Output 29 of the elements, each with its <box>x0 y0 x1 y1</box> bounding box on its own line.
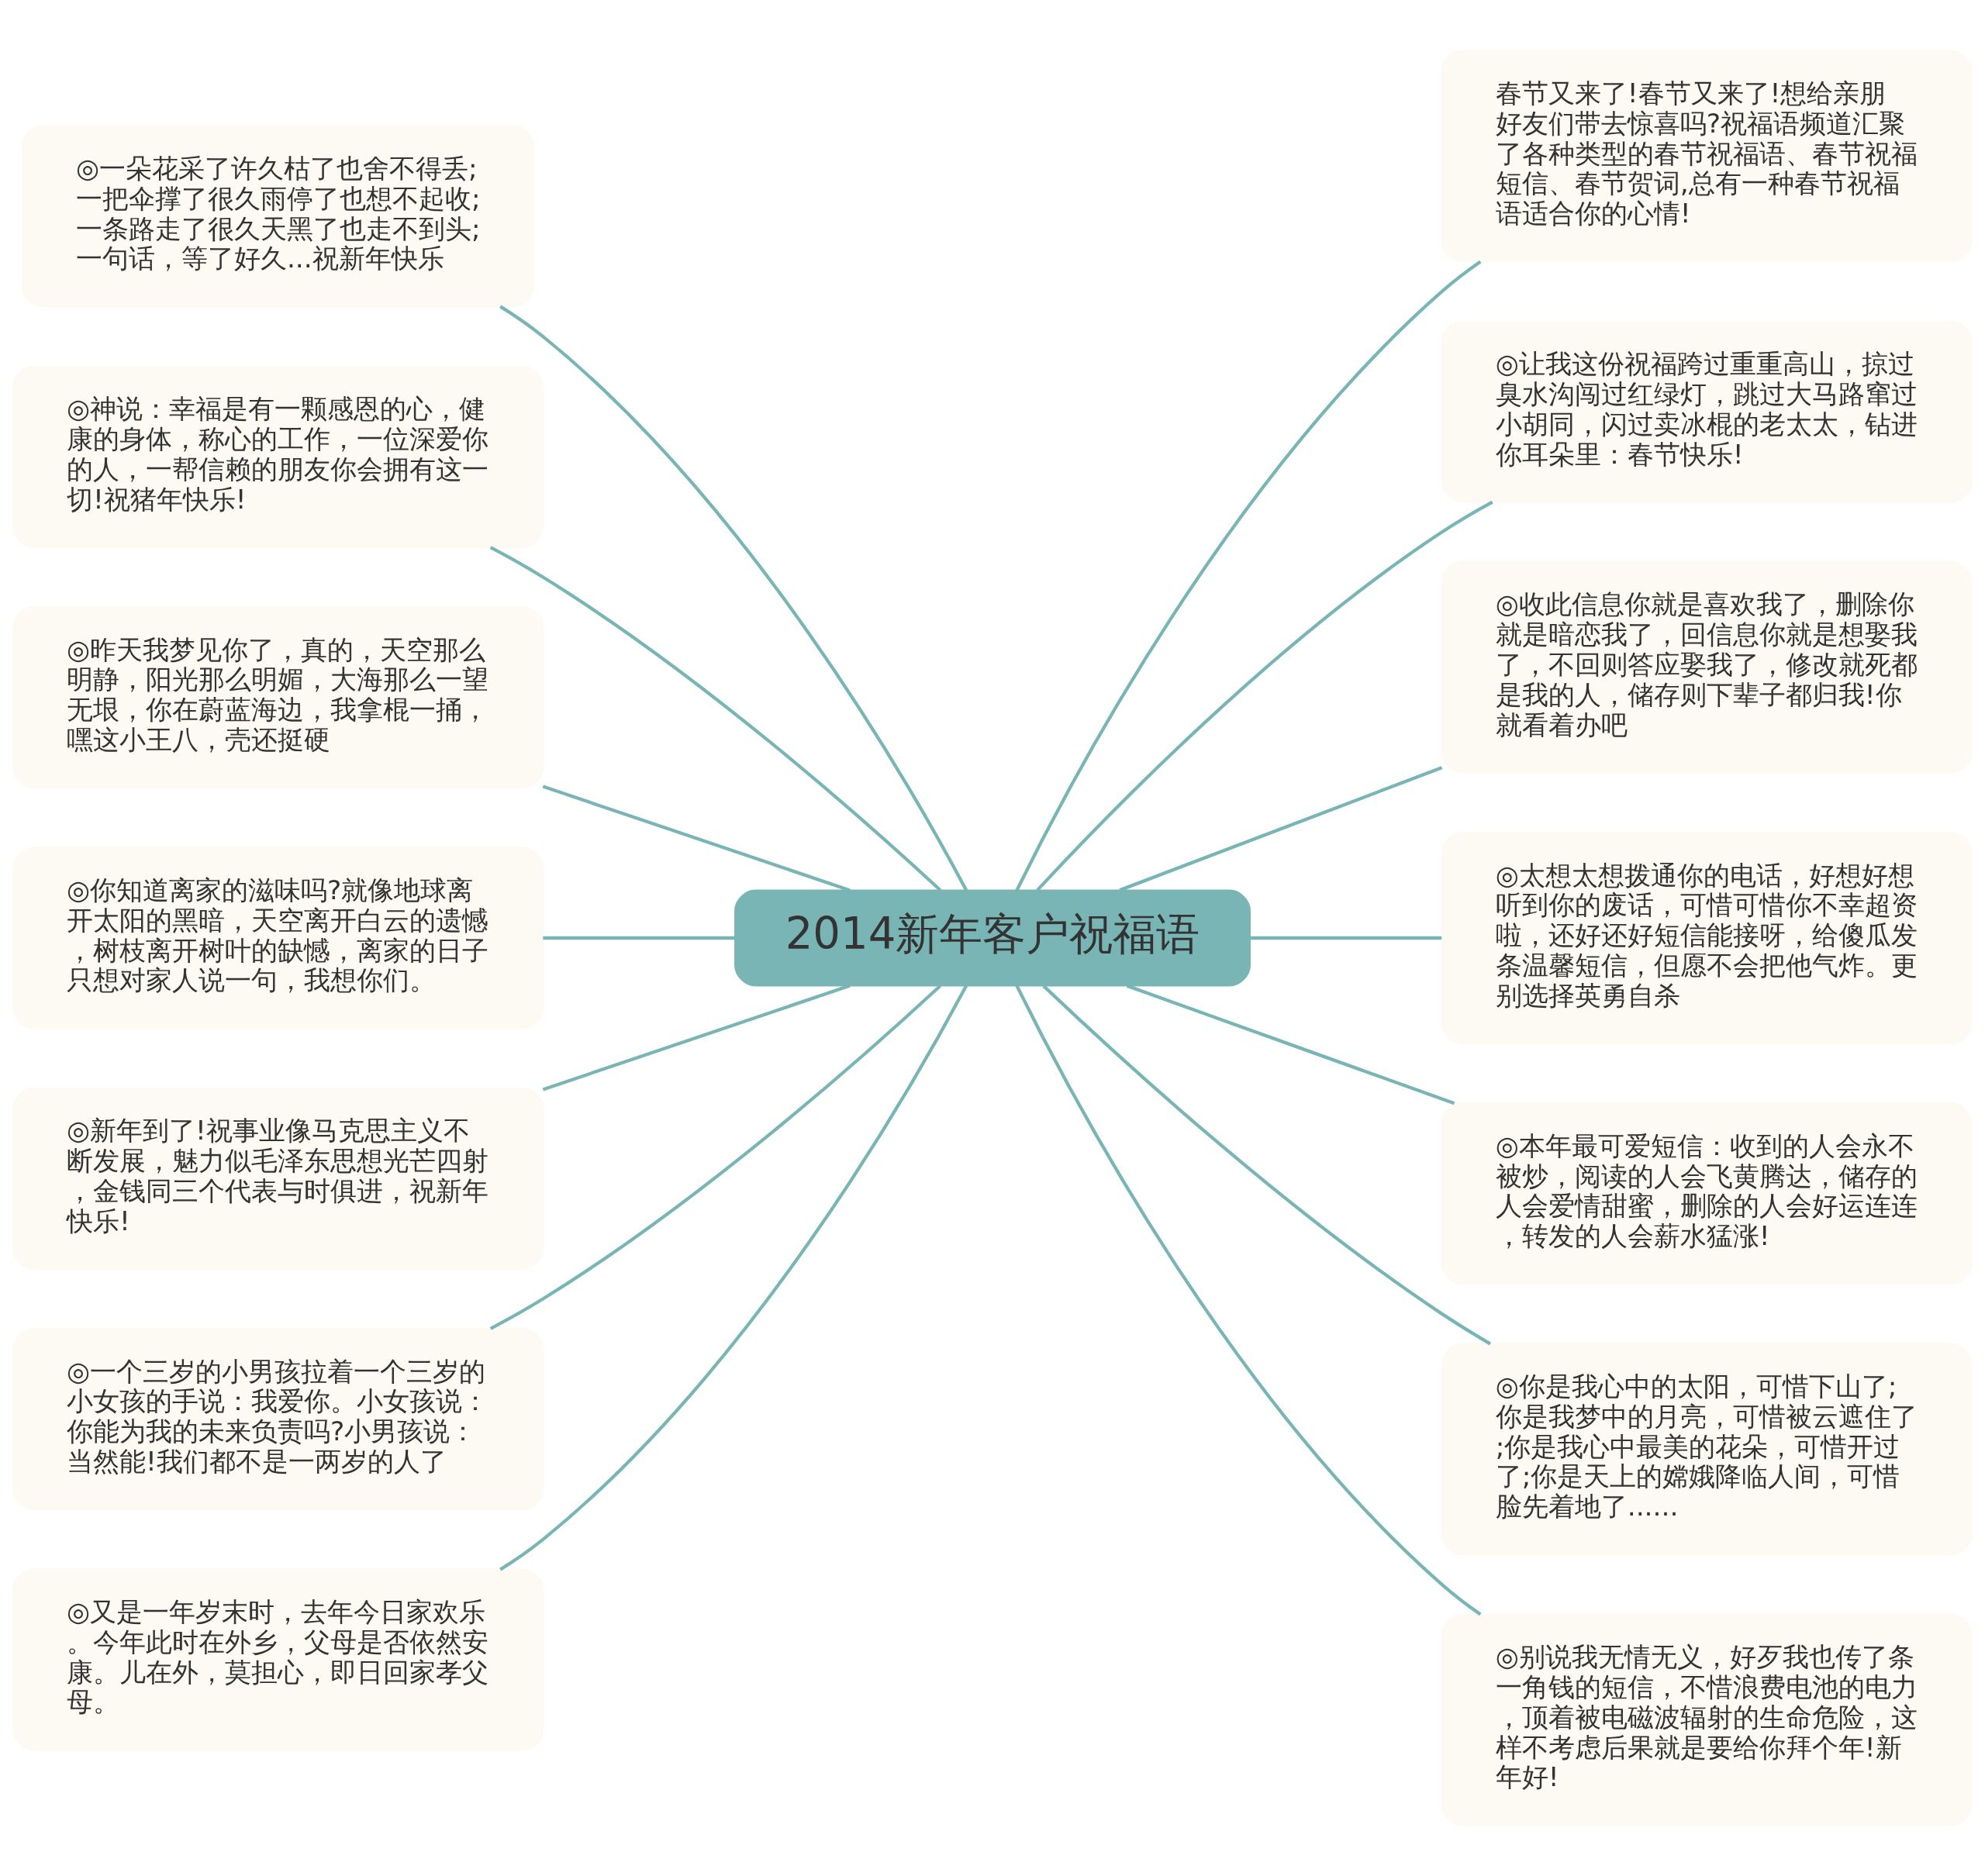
connector <box>542 785 851 892</box>
node-box: ◎让我这份祝福跨过重重高山，掠过臭水沟闯过红绿灯，跳过大马路窜过小胡同，闪过卖冰棍的老太太，钻进你耳朵里：春节快乐! <box>1441 320 1973 503</box>
connector <box>1036 500 1493 891</box>
connector <box>1042 985 1492 1346</box>
node-box: ◎昨天我梦见你了，真的，天空那么明静，阳光那么明媚，大海那么一望无垠，你在蔚蓝海边，我拿棍一捅，嘿这小王八，壳还挺硬 <box>12 606 544 789</box>
connector <box>489 546 942 891</box>
connector <box>1015 260 1482 891</box>
connector <box>1126 984 1455 1105</box>
node-box: ◎神说：幸福是有一颗感恩的心，健康的身体，称心的工作，一位深爱你的人，一帮信赖的朋友你会拥有这一切!祝猪年快乐! <box>12 365 544 548</box>
node-box: ◎一朵花采了许久枯了也舍不得丢;一把伞撑了很久雨停了也想不起收;一条路走了很久天黑了也走不到头;一句话，等了好久...祝新年快乐 <box>21 125 535 308</box>
node-box: ◎新年到了!祝事业像马克思主义不断发展，魅力似毛泽东思想光芒四射，金钱同三个代表与时俱进，祝新年快乐! <box>12 1087 544 1270</box>
node-box: ◎太想太想拨通你的电话，好想好想听到你的废话，可惜可惜你不幸超资啦，还好还好短信能接呀，给傻瓜发条温馨短信，但愿不会把他气炸。更别选择英勇自杀 <box>1441 832 1973 1044</box>
node-box: ◎又是一年岁末时，去年今日家欢乐。今年此时在外乡，父母是否依然安康。儿在外，莫担心，即日回家孝父母。 <box>12 1568 544 1751</box>
node-box: ◎本年最可爱短信：收到的人会永不被炒，阅读的人会飞黄腾达，储存的人会爱情甜蜜，删除的人会好运连连，转发的人会薪水猛涨! <box>1441 1102 1973 1285</box>
connector <box>543 936 735 940</box>
connector <box>542 984 851 1091</box>
node-box: ◎你是我心中的太阳，可惜下山了;你是我梦中的月亮，可惜被云遮住了;你是我心中最美的花朵，可惜开过了;你是天上的嫦娥降临人间，可惜脸先着地了...... <box>1441 1343 1973 1556</box>
node-box: ◎收此信息你就是喜欢我了，删除你就是暗恋我了，回信息你就是想娶我了，不回则答应娶我了，修改就死都是我的人，储存则下辈子都归我!你就看着办吧 <box>1441 561 1973 774</box>
connector <box>499 985 968 1571</box>
node-box: ◎一个三岁的小男孩拉着一个三岁的小女孩的手说：我爱你。小女孩说：你能为我的未来负责吗?小男孩说：当然能!我们都不是一两岁的人了 <box>12 1328 544 1511</box>
connector <box>499 305 968 891</box>
node-box: ◎别说我无情无义，好歹我也传了条一角钱的短信，不惜浪费电池的电力，顶着被电磁波辐射的生命危险，这样不考虑后果就是要给你拜个年!新年好! <box>1441 1613 1973 1826</box>
connector <box>1249 936 1442 940</box>
connector <box>1119 766 1443 892</box>
node-box: 春节又来了!春节又来了!想给亲朋好友们带去惊喜吗?祝福语频道汇聚了各种类型的春节祝福语、春节祝福短信、春节贺词,总有一种春节祝福语适合你的心情! <box>1441 50 1973 263</box>
node-box: ◎你知道离家的滋味吗?就像地球离开太阳的黑暗，天空离开白云的遗憾，树枝离开树叶的缺憾，离家的日子只想对家人说一句，我想你们。 <box>12 847 544 1029</box>
node-box: 2014新年客户祝福语 <box>734 889 1251 987</box>
connector <box>489 985 942 1330</box>
connector <box>1015 985 1482 1616</box>
